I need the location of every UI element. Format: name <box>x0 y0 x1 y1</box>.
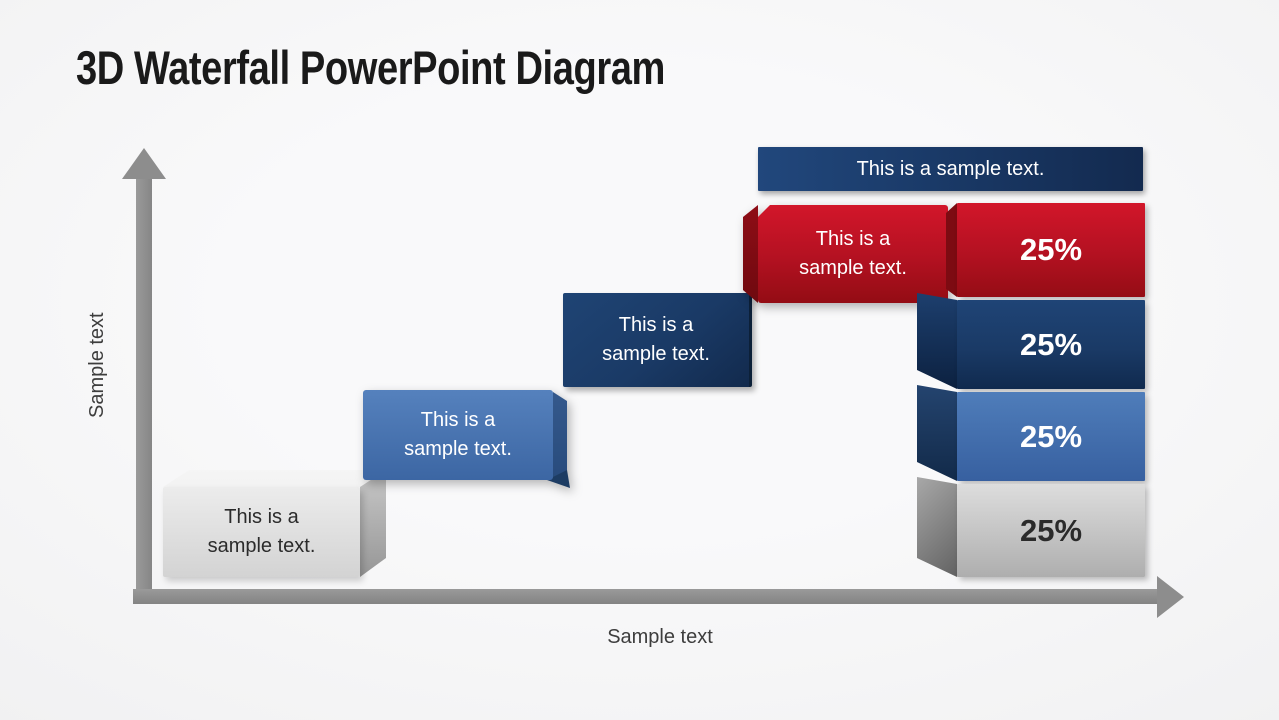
step-box-3-label-line1: This is a <box>618 314 694 336</box>
step-box-2-front-face: This is a sample text. <box>363 390 553 480</box>
column-segment-3-side-face <box>917 385 957 481</box>
column-segment-2-side-face <box>917 293 957 389</box>
step-box-3-label-line2: sample text. <box>602 343 710 365</box>
column-segment-4-value: 25% <box>1019 512 1083 548</box>
step-box-1-label-line1: This is a <box>224 506 299 528</box>
step-box-4-label-line2: sample text. <box>799 257 907 279</box>
column-segment-4-side-face <box>917 477 957 577</box>
column-segment-2-value: 25% <box>1019 326 1083 362</box>
y-axis-arrowhead-icon <box>122 148 166 179</box>
step-box-1-right-face <box>360 470 386 577</box>
x-axis-line <box>133 589 1159 604</box>
column-segment-2: 25% <box>957 300 1145 389</box>
step-box-4-left-bevel <box>743 205 758 303</box>
y-axis-line <box>136 176 152 604</box>
step-box-1-label-line2: sample text. <box>207 535 316 557</box>
column-segment-1-value: 25% <box>1019 232 1083 267</box>
step-box-4: This is a sample text. <box>743 203 955 309</box>
column-segment-1-side-face <box>946 203 957 297</box>
callout-bar: This is a sample text. <box>758 147 1143 191</box>
step-box-1-front-face: This is a sample text. <box>163 487 360 577</box>
step-box-3: This is a sample text. <box>563 293 752 387</box>
step-box-2-label-line1: This is a <box>420 409 496 431</box>
step-box-2-label-line2: sample text. <box>404 438 512 460</box>
step-box-2: This is a sample text. <box>363 390 571 492</box>
step-box-3-front-face: This is a sample text. <box>563 293 752 387</box>
slide-title: 3D Waterfall PowerPoint Diagram <box>76 41 665 94</box>
step-box-4-label-line1: This is a <box>815 228 891 250</box>
y-axis-label: Sample text <box>86 312 108 419</box>
column-segment-4: 25% <box>957 484 1145 577</box>
column-segment-3-value: 25% <box>1019 418 1083 454</box>
x-axis-arrowhead-icon <box>1157 576 1184 618</box>
callout-label: This is a sample text. <box>856 157 1045 180</box>
step-box-2-right-bevel <box>553 392 567 480</box>
step-box-1: This is a sample text. <box>163 470 403 582</box>
x-axis-label: Sample text <box>607 626 713 648</box>
column-segment-1: 25% <box>957 203 1145 297</box>
step-box-1-top-face <box>163 470 386 487</box>
column-segment-3: 25% <box>957 392 1145 481</box>
step-box-4-front-face: This is a sample text. <box>758 205 948 303</box>
